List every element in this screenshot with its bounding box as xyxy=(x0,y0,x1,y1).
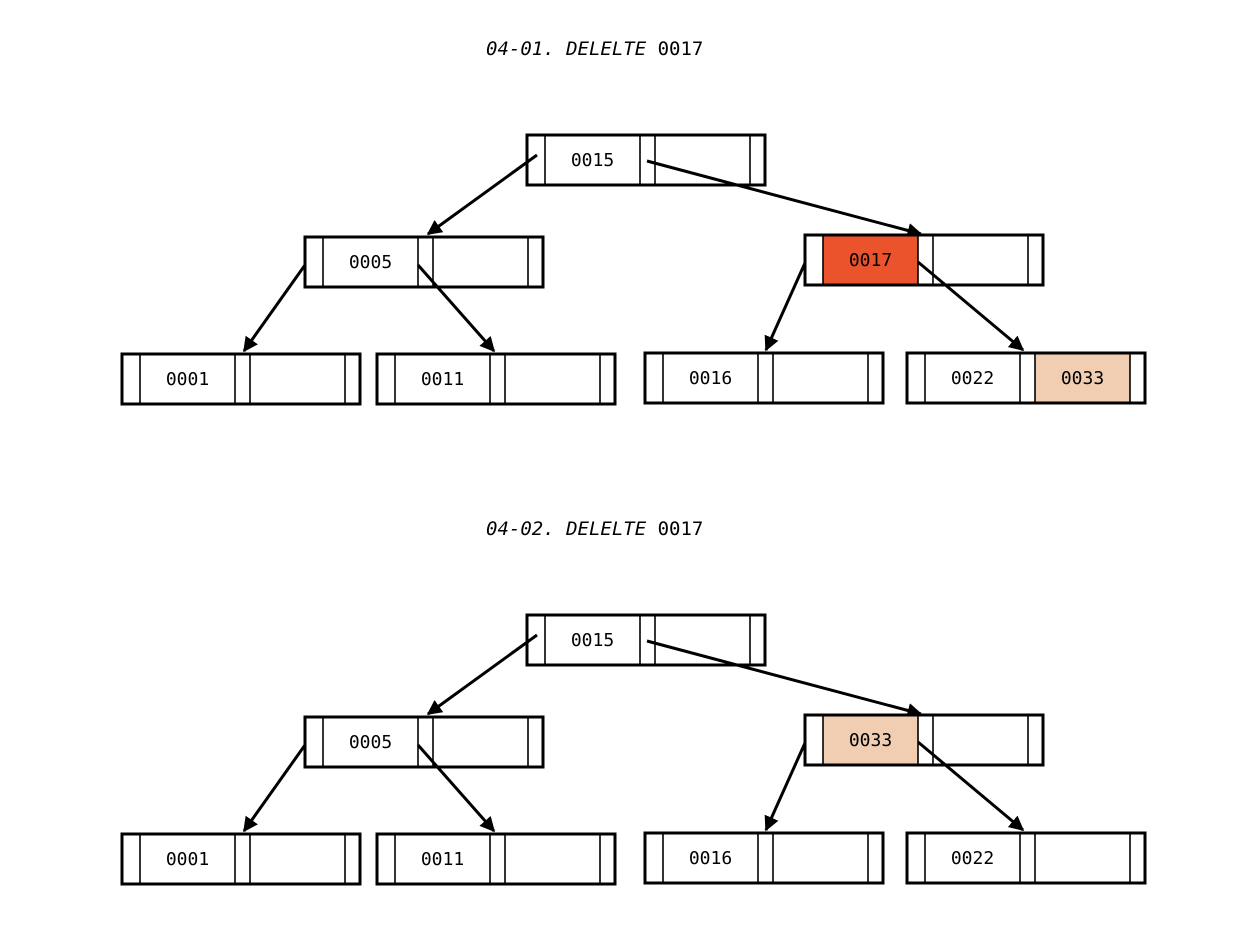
node-outline xyxy=(905,351,1147,405)
node-outline xyxy=(803,713,1045,767)
tree-edge-arrow xyxy=(426,633,538,716)
tree-edge-arrow xyxy=(917,260,1025,352)
internal-node-2: 0033 xyxy=(803,713,1045,767)
diagram-title-key: 0017 xyxy=(658,38,704,60)
tree-edge-arrow xyxy=(646,639,923,718)
node-outline xyxy=(643,351,885,405)
node-outline xyxy=(120,832,362,886)
node-outline xyxy=(643,831,885,885)
tree-edge-arrow xyxy=(416,264,496,353)
internal-node-2: 0017 xyxy=(803,233,1045,287)
node-outline xyxy=(525,613,767,667)
node-key: 0015 xyxy=(571,630,614,651)
leaf-node-2: 0011 xyxy=(375,832,617,886)
internal-node-1: 0005 xyxy=(303,715,545,769)
leaf-node-3: 0016 xyxy=(643,351,885,405)
tree-edge-arrow xyxy=(242,744,307,833)
root-node: 0015 xyxy=(525,133,767,187)
node-key: 0011 xyxy=(421,369,464,390)
node-key: 0022 xyxy=(951,848,994,869)
internal-node-1: 0005 xyxy=(303,235,545,289)
node-key: 0001 xyxy=(166,849,209,870)
node-outline xyxy=(525,133,767,187)
node-key: 0017 xyxy=(849,250,892,271)
tree-edge-arrow xyxy=(426,153,538,236)
diagram-title-key: 0017 xyxy=(658,518,704,540)
node-outline xyxy=(303,235,545,289)
node-outline xyxy=(375,352,617,406)
diagram-1: 04-01. DELELTE 0017 0015 0005 0017 0001 0011 0… xyxy=(120,38,1147,406)
moved-key-highlight xyxy=(823,715,918,765)
node-key: 0005 xyxy=(349,252,392,273)
node-outline xyxy=(120,352,362,406)
node-outline xyxy=(303,715,545,769)
diagram-title: 04-01. DELELTE 0017 xyxy=(486,38,703,60)
node-key: 0022 xyxy=(951,368,994,389)
diagram-title-prefix: 04-01. DELELTE xyxy=(486,38,658,60)
node-key: 0033 xyxy=(849,730,892,751)
leaf-node-4: 0022 0033 xyxy=(905,351,1147,405)
tree-edge-arrow xyxy=(917,740,1025,832)
tree-edge-arrow xyxy=(764,262,807,352)
node-outline xyxy=(375,832,617,886)
node-key: 0016 xyxy=(689,848,732,869)
leaf-node-1: 0001 xyxy=(120,832,362,886)
node-key: 0001 xyxy=(166,369,209,390)
tree-edge-arrow xyxy=(764,742,807,832)
node-key: 0016 xyxy=(689,368,732,389)
tree-edge-arrow xyxy=(242,264,307,353)
node-key: 0005 xyxy=(349,732,392,753)
tree-edge-arrow xyxy=(416,744,496,833)
node-key: 0015 xyxy=(571,150,614,171)
diagram-title-prefix: 04-02. DELELTE xyxy=(486,518,658,540)
diagram-title: 04-02. DELELTE 0017 xyxy=(486,518,703,540)
leaf-node-1: 0001 xyxy=(120,352,362,406)
node-outline xyxy=(803,233,1045,287)
tree-edge-arrow xyxy=(646,159,923,238)
deleted-key-highlight xyxy=(823,235,918,285)
root-node: 0015 xyxy=(525,613,767,667)
node-outline xyxy=(905,831,1147,885)
leaf-node-2: 0011 xyxy=(375,352,617,406)
node-key: 0033 xyxy=(1061,368,1104,389)
moved-key-highlight xyxy=(1035,353,1130,403)
diagram-2: 04-02. DELELTE 0017 0015 0005 0033 0001 0011 0… xyxy=(120,518,1147,886)
leaf-node-4: 0022 xyxy=(905,831,1147,885)
node-key: 0011 xyxy=(421,849,464,870)
leaf-node-3: 0016 xyxy=(643,831,885,885)
